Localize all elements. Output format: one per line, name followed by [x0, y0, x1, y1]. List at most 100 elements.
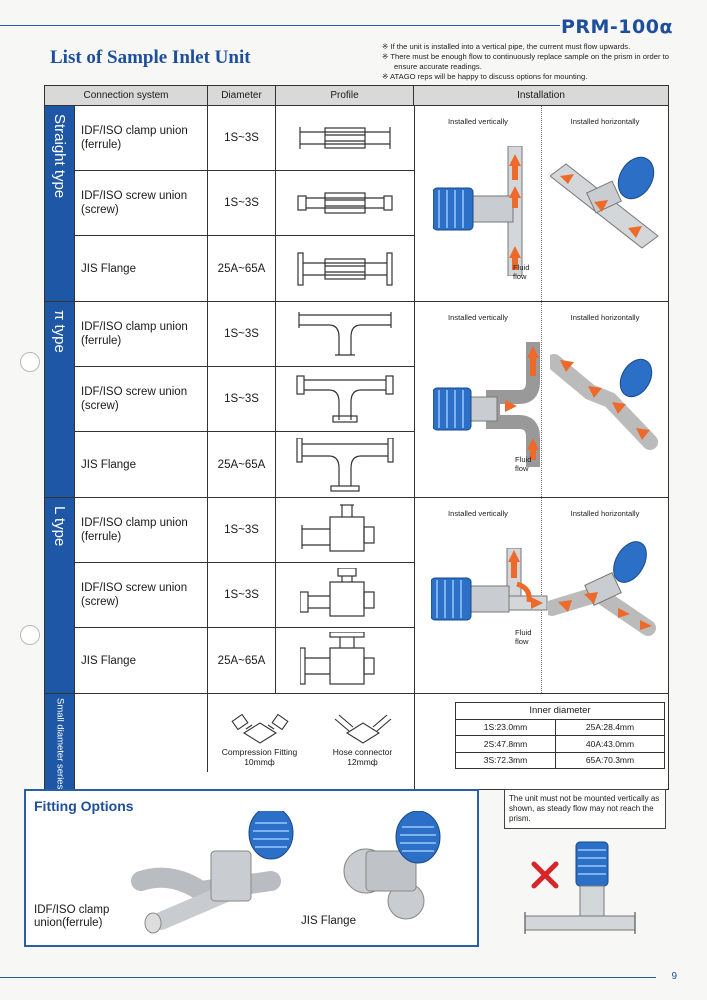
installed-horizontally-label: Installed horizontally — [570, 117, 640, 126]
connection-cell: IDF/ISO clamp union (ferrule) — [75, 302, 208, 366]
fluid-flow-label: Fluid flow — [515, 455, 532, 473]
group-l: L type IDF/ISO clamp union (ferrule) 1S~… — [45, 498, 668, 694]
sample-inlet-table: Connection system Diameter Profile Insta… — [44, 85, 669, 791]
installed-horizontally-label: Installed horizontally — [570, 509, 640, 518]
col-installation: Installation — [517, 90, 565, 101]
jis-flange-photo — [343, 811, 441, 920]
connection-cell: JIS Flange — [75, 628, 208, 693]
fitting-size: 10mmф — [244, 757, 275, 767]
connection-cell: JIS Flange — [75, 236, 208, 301]
fitting-caption-clamp: IDF/ISO clamp union(ferrule) — [34, 904, 110, 929]
profile-l-clamp-icon — [276, 498, 414, 562]
cross-icon — [531, 861, 559, 889]
diameter-cell: 1S~3S — [208, 106, 276, 170]
page-number: 9 — [671, 971, 677, 982]
profile-l-flange-icon — [276, 628, 414, 693]
diameter-cell: 1S~3S — [208, 302, 276, 366]
diameter-cell: 1S~3S — [208, 171, 276, 235]
installed-vertically-label: Installed vertically — [448, 509, 508, 518]
table-row: JIS Flange 25A~65A — [75, 628, 414, 693]
bottom-rule — [0, 977, 656, 978]
binder-hole — [20, 625, 40, 645]
vertical-install-illustration — [431, 548, 548, 621]
horizontal-install-illustration — [550, 156, 659, 249]
compression-fitting-icon — [230, 713, 289, 744]
installation-pi: Installed vertically Fluid flow Installe… — [414, 302, 668, 497]
fluid-flow-label: Fluid flow — [515, 628, 532, 646]
page-title: List of Sample Inlet Unit — [50, 47, 251, 68]
installed-horizontally-label: Installed horizontally — [570, 313, 640, 322]
note-1: ※ If the unit is installed into a vertic… — [382, 42, 631, 51]
diameter-cell: 25A~65A — [208, 236, 276, 301]
horizontal-install-illustration — [548, 541, 656, 636]
diameter-cell: 1S~3S — [208, 498, 276, 562]
installation-l: Installed vertically Fluid flow Installe… — [414, 498, 668, 693]
vertical-install-illustration — [433, 342, 540, 467]
diameter-cell: 1S~3S — [208, 563, 276, 627]
col-profile: Profile — [276, 86, 414, 105]
col-connection: Connection system — [45, 86, 208, 105]
fitting-name: Hose connector — [332, 747, 393, 757]
connection-cell: IDF/ISO clamp union (ferrule) — [75, 498, 208, 562]
table-row: IDF/ISO screw union (screw) 1S~3S — [75, 171, 414, 236]
fitting-options-box: Fitting Options IDF/ISO clamp union(ferr… — [24, 789, 479, 947]
vertical-install-illustration — [433, 146, 523, 276]
table-header: Connection system Diameter Profile Insta… — [45, 86, 668, 106]
fitting-name: Compression Fitting — [221, 747, 298, 757]
diameter-cell: 1S~3S — [208, 367, 276, 431]
binder-hole — [20, 352, 40, 372]
note-3: ※ ATAGO reps will be happy to discuss op… — [382, 72, 588, 81]
table-row: JIS Flange 25A~65A — [75, 432, 414, 497]
connection-cell: IDF/ISO clamp union (ferrule) — [75, 106, 208, 170]
group-label: Straight type — [45, 106, 75, 301]
group-label: π type — [45, 302, 75, 497]
clamp-union-photo — [131, 811, 294, 934]
table-row: IDF/ISO clamp union (ferrule) 1S~3S — [75, 106, 414, 171]
table-row: IDF/ISO screw union (screw) 1S~3S — [75, 563, 414, 628]
group-label: Small diameter series — [45, 694, 75, 790]
hose-connector-icon — [334, 714, 391, 744]
model-name: PRM-100α — [560, 16, 673, 38]
profile-straight-flange-icon — [276, 236, 414, 301]
profile-pi-screw-icon — [276, 367, 414, 431]
profile-straight-clamp-icon — [276, 106, 414, 170]
fitting-size: 12mmф — [347, 757, 378, 767]
compression-fitting: Compression Fitting 10mmф — [208, 694, 311, 772]
col-diameter: Diameter — [208, 86, 276, 105]
mounting-warning: The unit must not be mounted vertically … — [504, 789, 666, 829]
profile-pi-clamp-icon — [276, 302, 414, 366]
notes: ※ If the unit is installed into a vertic… — [382, 42, 682, 82]
connection-cell: IDF/ISO screw union (screw) — [75, 367, 208, 431]
connection-cell: IDF/ISO screw union (screw) — [75, 171, 208, 235]
incorrect-mounting-illustration — [524, 841, 636, 934]
note-2: ※ There must be enough flow to continuou… — [382, 52, 669, 71]
fitting-options-title: Fitting Options — [34, 798, 134, 814]
top-rule — [0, 25, 560, 26]
connection-cell: IDF/ISO screw union (screw) — [75, 563, 208, 627]
fluid-flow-label: Fluid flow — [513, 263, 530, 281]
group-straight: Straight type IDF/ISO clamp union (ferru… — [45, 106, 668, 302]
installation-straight: Installed vertically Fluid flow Installe… — [414, 106, 668, 301]
inner-diameter-title: Inner diameter — [455, 702, 665, 720]
installed-vertically-label: Installed vertically — [448, 313, 508, 322]
group-small-diameter: Small diameter series Compression Fittin… — [45, 694, 668, 790]
diameter-cell: 25A~65A — [208, 432, 276, 497]
table-row: JIS Flange 25A~65A — [75, 236, 414, 301]
table-row: IDF/ISO clamp union (ferrule) 1S~3S — [75, 498, 414, 563]
installed-vertically-label: Installed vertically — [448, 117, 508, 126]
connection-cell: JIS Flange — [75, 432, 208, 497]
diameter-cell: 25A~65A — [208, 628, 276, 693]
group-pi: π type IDF/ISO clamp union (ferrule) 1S~… — [45, 302, 668, 498]
profile-straight-screw-icon — [276, 171, 414, 235]
hose-connector: Hose connector 12mmф — [311, 694, 414, 772]
table-row: IDF/ISO clamp union (ferrule) 1S~3S — [75, 302, 414, 367]
profile-pi-flange-icon — [276, 432, 414, 497]
horizontal-install-illustration — [550, 354, 658, 450]
fitting-caption-flange: JIS Flange — [301, 915, 356, 927]
table-row: IDF/ISO screw union (screw) 1S~3S — [75, 367, 414, 432]
